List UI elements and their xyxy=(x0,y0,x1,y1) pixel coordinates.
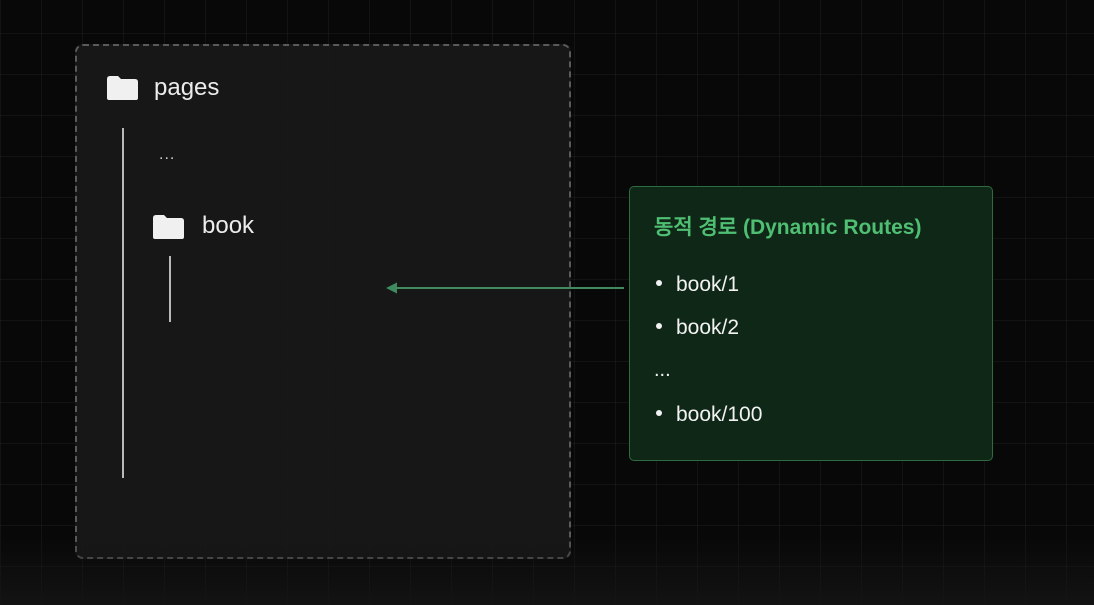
routes-ellipsis: ... xyxy=(654,359,671,381)
route-list-item: book/100 xyxy=(656,403,762,427)
book-folder-label: book xyxy=(202,212,255,239)
route-list-item: book/2 xyxy=(656,316,739,340)
route-label: book/1 xyxy=(676,273,740,296)
folder-icon xyxy=(152,214,185,240)
pages-tree-line xyxy=(122,128,124,478)
dynamic-routes-card: 동적 경로 (Dynamic Routes) book/1 book/2 ...… xyxy=(629,186,993,461)
bullet-icon xyxy=(656,280,662,287)
route-label: book/100 xyxy=(676,403,763,426)
route-list-item: book/1 xyxy=(656,273,739,297)
pages-directory-panel: pages ... book xyxy=(75,44,571,559)
book-tree-line xyxy=(169,256,171,322)
route-label: book/2 xyxy=(676,316,740,339)
pages-folder-label: pages xyxy=(154,74,220,101)
bullet-icon xyxy=(656,323,662,330)
tree-ellipsis: ... xyxy=(159,146,176,163)
dynamic-routes-title: 동적 경로 (Dynamic Routes) xyxy=(654,216,922,239)
arrow-left-icon xyxy=(384,279,626,297)
bullet-icon xyxy=(656,410,662,417)
folder-icon xyxy=(106,75,139,101)
